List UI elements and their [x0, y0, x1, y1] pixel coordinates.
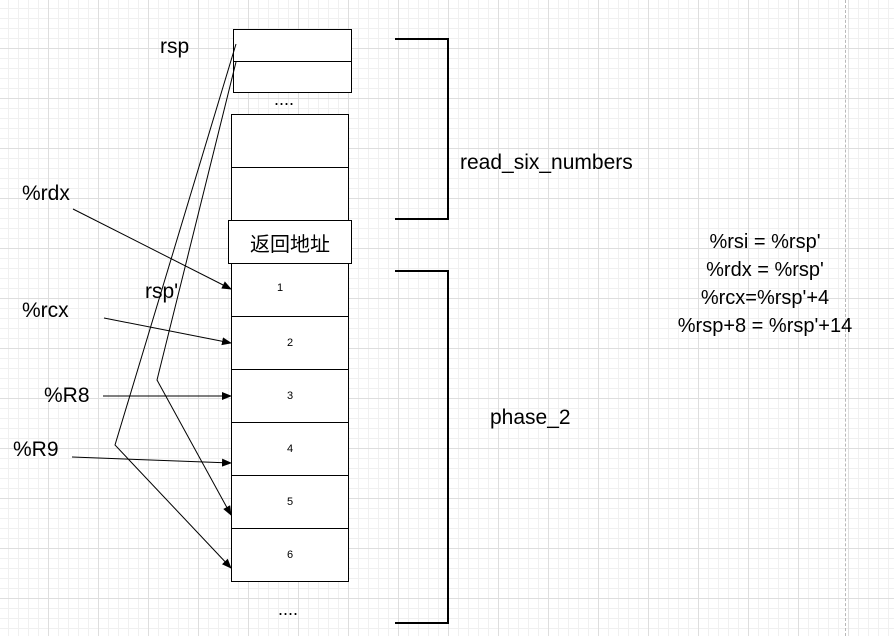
slot-5: 5	[231, 475, 349, 529]
slot-label: 1	[276, 282, 284, 294]
bracket-phase-2	[395, 270, 449, 624]
phase-2-label: phase_2	[490, 406, 571, 429]
rcx-label: %rcx	[22, 299, 69, 322]
read-six-numbers-label: read_six_numbers	[460, 151, 633, 174]
slot-label: 3	[286, 390, 294, 402]
slot-label: 4	[286, 443, 294, 455]
pointer-line-to-slot-5	[156, 61, 237, 516]
rsp-prime-label: rsp'	[145, 280, 179, 303]
rdx-label: %rdx	[22, 182, 70, 205]
stack-cell-mid-2	[231, 167, 349, 221]
rsp-label: rsp	[160, 35, 190, 58]
return-address-cell: 返回地址	[228, 220, 352, 264]
pointer-line-to-slot-6	[114, 43, 237, 569]
slot-2: 2	[231, 316, 349, 370]
slot-label: 6	[286, 549, 294, 561]
slot-label: 2	[286, 337, 294, 349]
r8-label: %R8	[44, 384, 90, 407]
arrow-rdx	[72, 208, 232, 290]
bottom-ellipsis: ....	[278, 599, 299, 619]
top-ellipsis: ....	[274, 89, 295, 109]
equation-rdx: %rdx = %rsp'	[706, 259, 824, 281]
r9-label: %R9	[13, 438, 59, 461]
bracket-read-six-numbers	[395, 38, 449, 220]
slot-label: 5	[286, 496, 294, 508]
equation-rsp8: %rsp+8 = %rsp'+14	[677, 315, 853, 337]
slot-6: 6	[231, 528, 349, 582]
stack-cell-mid-1	[231, 114, 349, 168]
slot-3: 3	[231, 369, 349, 423]
arrow-r9	[71, 456, 232, 467]
equation-rcx: %rcx=%rsp'+4	[700, 287, 830, 309]
equation-rsi: %rsi = %rsp'	[709, 231, 821, 253]
page-divider	[845, 0, 846, 636]
equations-block: %rsi = %rsp' %rdx = %rsp' %rcx=%rsp'+4 %…	[640, 228, 890, 340]
stack-cell-top-2	[233, 61, 352, 93]
arrow-rcx	[103, 317, 232, 346]
